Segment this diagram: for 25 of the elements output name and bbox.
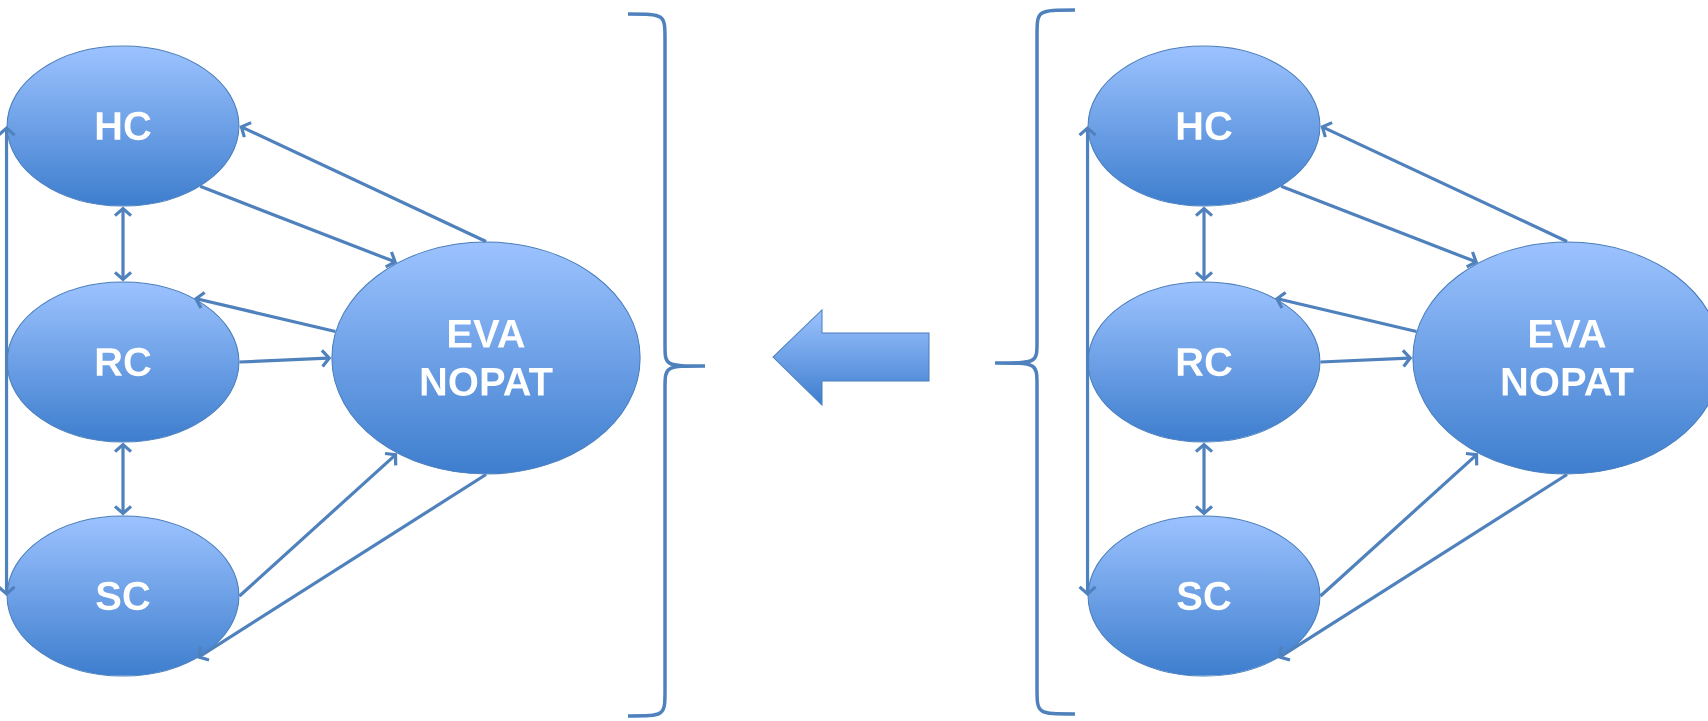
ellipse-node: RC <box>6 281 240 443</box>
arrow <box>113 442 133 516</box>
arrow <box>239 121 487 243</box>
arrow <box>1320 121 1568 243</box>
arrow <box>238 451 398 598</box>
arrow <box>1319 451 1479 598</box>
arrow <box>1078 126 1097 596</box>
arrow <box>197 473 487 662</box>
arrow <box>1274 291 1417 333</box>
ellipse-node: RC <box>1087 281 1321 443</box>
arrow <box>199 184 398 269</box>
arrow <box>1278 473 1568 662</box>
arrow <box>0 126 16 596</box>
ellipse-node: SC <box>1087 515 1321 677</box>
ellipse-node: HC <box>6 45 240 207</box>
ellipse-node: HC <box>1087 45 1321 207</box>
arrow <box>1280 184 1479 269</box>
ellipse-node: EVA NOPAT <box>331 241 641 475</box>
ellipse-node: SC <box>6 515 240 677</box>
arrow <box>1194 206 1214 282</box>
arrow <box>239 349 332 368</box>
arrow <box>193 291 336 333</box>
arrow <box>1194 442 1214 516</box>
arrow <box>113 206 133 282</box>
arrow <box>1320 349 1413 368</box>
